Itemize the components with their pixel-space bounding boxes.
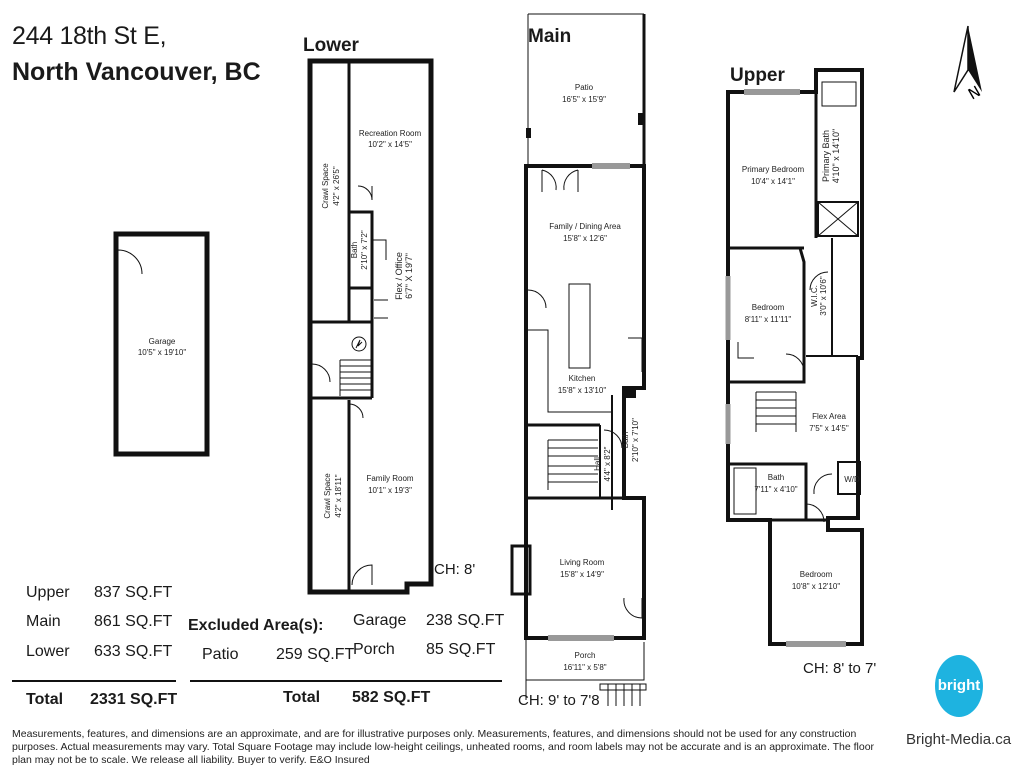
- disclaimer: Measurements, features, and dimensions a…: [12, 728, 875, 766]
- primary-bath-dim: 4'10" x 14'10": [831, 129, 841, 183]
- living-room-label: Living Room: [560, 558, 605, 567]
- main-floor-plan: [510, 13, 647, 706]
- excluded-total-label: Total: [283, 689, 321, 706]
- wd-label: W/D: [844, 475, 860, 484]
- excluded-garage-value: 238 SQ.FT: [426, 612, 505, 629]
- crawl2-label: Crawl Space: [323, 473, 332, 519]
- floor-title-upper: Upper: [730, 65, 785, 86]
- recreation-dim: 10'2" x 14'5": [368, 140, 412, 149]
- wic-dim: 3'0" x 10'6": [819, 276, 828, 316]
- bedroom2-label: Bedroom: [752, 303, 785, 312]
- bath-main-label: Bath: [621, 432, 630, 448]
- area-upper-value: 837 SQ.FT: [94, 584, 173, 601]
- living-room-dim: 15'8" x 14'9": [560, 570, 604, 579]
- area-main-value: 861 SQ.FT: [94, 613, 173, 630]
- porch-dim: 16'11" x 5'8": [563, 663, 606, 672]
- address-line-2: North Vancouver, BC: [12, 58, 261, 86]
- upper-floor-plan: [725, 68, 864, 647]
- ceiling-main: CH: 9' to 7'8: [518, 692, 600, 709]
- bath-upper-dim: 7'11" x 4'10": [754, 485, 797, 494]
- compass-label: N: [965, 82, 984, 103]
- area-total-label: Total: [26, 691, 64, 708]
- family-dining-dim: 15'8" x 12'6": [563, 234, 607, 243]
- primary-bedroom-label: Primary Bedroom: [742, 165, 805, 174]
- address-line-1: 244 18th St E,: [12, 22, 167, 50]
- primary-bath-label: Primary Bath: [821, 130, 831, 182]
- excluded-patio-label: Patio: [202, 646, 239, 663]
- area-divider: [12, 680, 176, 682]
- ceiling-upper: CH: 8' to 7': [803, 660, 877, 677]
- brand-website[interactable]: Bright-Media.ca: [906, 731, 1012, 748]
- patio-dim: 16'5" x 15'9": [562, 95, 606, 104]
- excluded-garage-label: Garage: [353, 612, 407, 629]
- flex-area-label: Flex Area: [812, 412, 846, 421]
- garage-plan: [113, 231, 210, 457]
- area-lower-label: Lower: [26, 643, 70, 660]
- excluded-porch-value: 85 SQ.FT: [426, 641, 496, 658]
- patio-label: Patio: [575, 83, 594, 92]
- flex-area-dim: 7'5" x 14'5": [809, 424, 849, 433]
- porch-label: Porch: [575, 651, 596, 660]
- family-dining-label: Family / Dining Area: [549, 222, 621, 231]
- area-main-label: Main: [26, 613, 61, 630]
- crawl1-label: Crawl Space: [321, 163, 330, 209]
- bath-lower-dim: 2'10" x 7'2": [360, 230, 369, 270]
- crawl1-dim: 4'2" x 26'5": [332, 166, 341, 206]
- garage-label: Garage: [149, 337, 176, 346]
- floor-title-lower: Lower: [303, 35, 359, 56]
- bedroom2-dim: 8'11" x 11'11": [745, 315, 792, 324]
- bath-upper-label: Bath: [768, 473, 784, 482]
- excluded-divider: [190, 680, 502, 682]
- kitchen-dim: 15'8" x 13'10": [558, 386, 606, 395]
- bright-logo: bright: [935, 655, 983, 717]
- bedroom3-label: Bedroom: [800, 570, 833, 579]
- hall-dim: 4'4" x 8'2": [603, 446, 612, 481]
- bath-lower-label: Bath: [350, 242, 359, 258]
- family-room-dim: 10'1" x 19'3": [368, 486, 412, 495]
- bath-main-dim: 2'10" x 7'10": [631, 418, 640, 462]
- family-room-label: Family Room: [366, 474, 413, 483]
- area-lower-value: 633 SQ.FT: [94, 643, 173, 660]
- excluded-total-value: 582 SQ.FT: [352, 689, 431, 706]
- area-total-value: 2331 SQ.FT: [90, 691, 178, 708]
- crawl2-dim: 4'2" x 18'11": [334, 474, 343, 517]
- kitchen-label: Kitchen: [569, 374, 596, 383]
- hall-label: Hall: [593, 457, 602, 471]
- primary-bedroom-dim: 10'4" x 14'1": [751, 177, 795, 186]
- recreation-label: Recreation Room: [359, 129, 422, 138]
- floor-title-main: Main: [528, 26, 572, 47]
- area-upper-label: Upper: [26, 584, 70, 601]
- flex-office-label: Flex / Office: [394, 252, 404, 300]
- excluded-porch-label: Porch: [353, 641, 395, 658]
- bedroom3-dim: 10'8" x 12'10": [792, 582, 840, 591]
- compass-icon: [953, 25, 982, 93]
- garage-dim: 10'5" x 19'10": [138, 348, 186, 357]
- ceiling-lower: CH: 8': [434, 561, 476, 578]
- excluded-title: Excluded Area(s):: [188, 617, 324, 634]
- excluded-patio-value: 259 SQ.FT: [276, 646, 355, 663]
- flex-office-dim: 6'7" X 19'7": [404, 253, 414, 299]
- lower-floor-plan: [307, 58, 434, 595]
- wic-label: W.I.C.: [810, 285, 819, 307]
